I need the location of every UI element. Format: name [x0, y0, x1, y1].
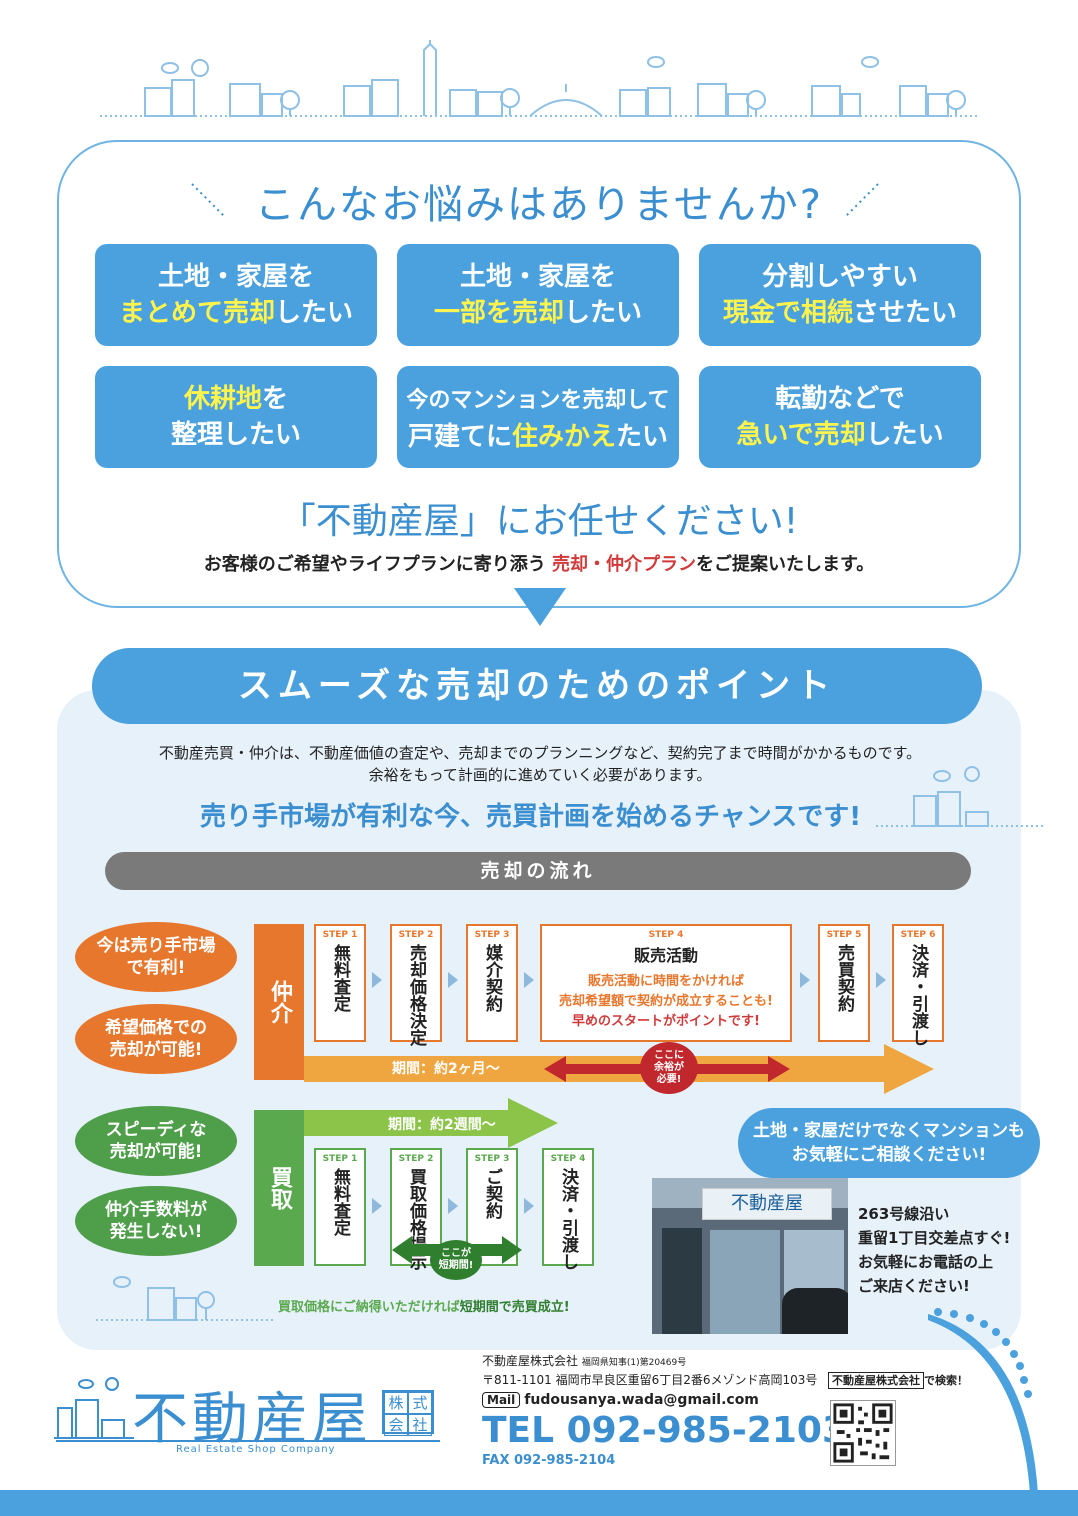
bubble-desired-price: 希望価格での 売却が可能! — [75, 1004, 237, 1074]
chukai-step-4-sales: STEP 4 販売活動 販売活動に時間をかければ 売却希望額で契約が成立すること… — [540, 924, 792, 1042]
shop-info: 263号線沿い 重留1丁目交差点すぐ! お気軽にお電話の上 ご来店ください! — [858, 1205, 1011, 1295]
leave-it-to-us-heading: 「不動産屋」にお任せください! — [279, 501, 799, 542]
consultation-bubble: 土地・家屋だけでなくマンションも お気軽にご相談ください! — [738, 1108, 1040, 1178]
concern-card-sell-all: 土地・家屋を まとめて売却したい — [95, 244, 377, 346]
logo-house-icon — [54, 1377, 134, 1439]
proposal-text: お客様のご希望やライフプランに寄り添う 売却・仲介プランをご提案いたします。 — [203, 554, 875, 575]
logo-subtitle: Real Estate Shop Company — [176, 1444, 336, 1455]
step-arrow-icon — [372, 972, 382, 988]
logo-underline — [56, 1440, 440, 1442]
step-arrow-icon — [876, 972, 886, 988]
bubble-speedy-sale: スピーディな 売却が可能! — [75, 1106, 237, 1176]
bubble-seller-market: 今は売り手市場 で有利! — [75, 922, 237, 992]
points-banner: スムーズな売却のためのポイント — [92, 648, 982, 724]
concerns-title: こんなお悩みはありませんか? — [254, 182, 824, 228]
concern-card-fallow-land: 休耕地を 整理したい — [95, 366, 377, 468]
company-address: 〒811-1101 福岡市早良区重留6丁目2番6メゾンド高岡103号 — [482, 1373, 818, 1387]
points-description-1: 不動産売買・仲介は、不動産価値の査定や、売却までのプランニングなど、契約完了まで… — [158, 744, 922, 762]
city-skyline-illustration — [100, 40, 980, 117]
concern-card-relocate: 今のマンションを売却して 戸建てに住みかえたい — [397, 366, 679, 468]
chance-heading: 売り手市場が有利な今、売買計画を始めるチャンスです! — [200, 802, 862, 832]
company-name: 不動産屋株式会社 福岡県知事(1)第20469号 — [482, 1354, 687, 1368]
town-illustration — [96, 1276, 276, 1321]
company-fax: FAX 092-985-2104 — [482, 1453, 616, 1468]
kaitori-label: 買取 — [254, 1110, 304, 1266]
dotted-accent-left — [191, 183, 225, 217]
chukai-badge: ここに 余裕が 必要! — [640, 1042, 698, 1094]
concern-card-inherit-cash: 分割しやすい 現金で相続させたい — [699, 244, 981, 346]
kaitori-period: 期間：約2週間〜 — [388, 1117, 496, 1133]
shop-photo: 不動産屋 — [652, 1178, 848, 1334]
qr-code-icon[interactable] — [830, 1400, 896, 1466]
chukai-label: 仲介 — [254, 924, 304, 1080]
step-arrow-icon — [448, 1198, 458, 1214]
step-arrow-icon — [800, 972, 810, 988]
kaisha-stamp: 株式 会社 — [382, 1390, 434, 1436]
flow-title-bar: 売却の流れ — [105, 852, 971, 890]
chukai-period: 期間：約2ヶ月〜 — [392, 1061, 500, 1077]
step-arrow-icon — [524, 1198, 534, 1214]
step-arrow-icon — [372, 1198, 382, 1214]
kaitori-badge: ここが 短期間! — [430, 1240, 482, 1280]
logo: 不動産屋 — [132, 1387, 372, 1452]
points-description-2: 余裕をもって計画的に進めていく必要があります。 — [368, 766, 712, 784]
step-arrow-icon — [524, 972, 534, 988]
kaitori-note: 買取価格にご納得いただければ短期間で売買成立! — [278, 1300, 570, 1315]
house-illustration — [876, 766, 1046, 827]
bottom-bar — [0, 1490, 1078, 1516]
step-arrow-icon — [448, 972, 458, 988]
concern-card-urgent-sale: 転勤などで 急いで売却したい — [699, 366, 981, 468]
down-arrow-icon — [514, 588, 566, 626]
kaitori-period-arrow — [304, 1098, 558, 1148]
dotted-accent-right — [845, 183, 879, 217]
search-prompt: 不動産屋株式会社で検索！ — [828, 1372, 968, 1389]
concern-card-sell-part: 土地・家屋を 一部を売却したい — [397, 244, 679, 346]
shop-sign: 不動産屋 — [702, 1188, 832, 1220]
company-phone[interactable]: TEL 092-985-2103 — [482, 1410, 847, 1451]
bubble-no-fee: 仲介手数料が 発生しない! — [75, 1186, 237, 1256]
wheat-decoration — [928, 1308, 1038, 1494]
